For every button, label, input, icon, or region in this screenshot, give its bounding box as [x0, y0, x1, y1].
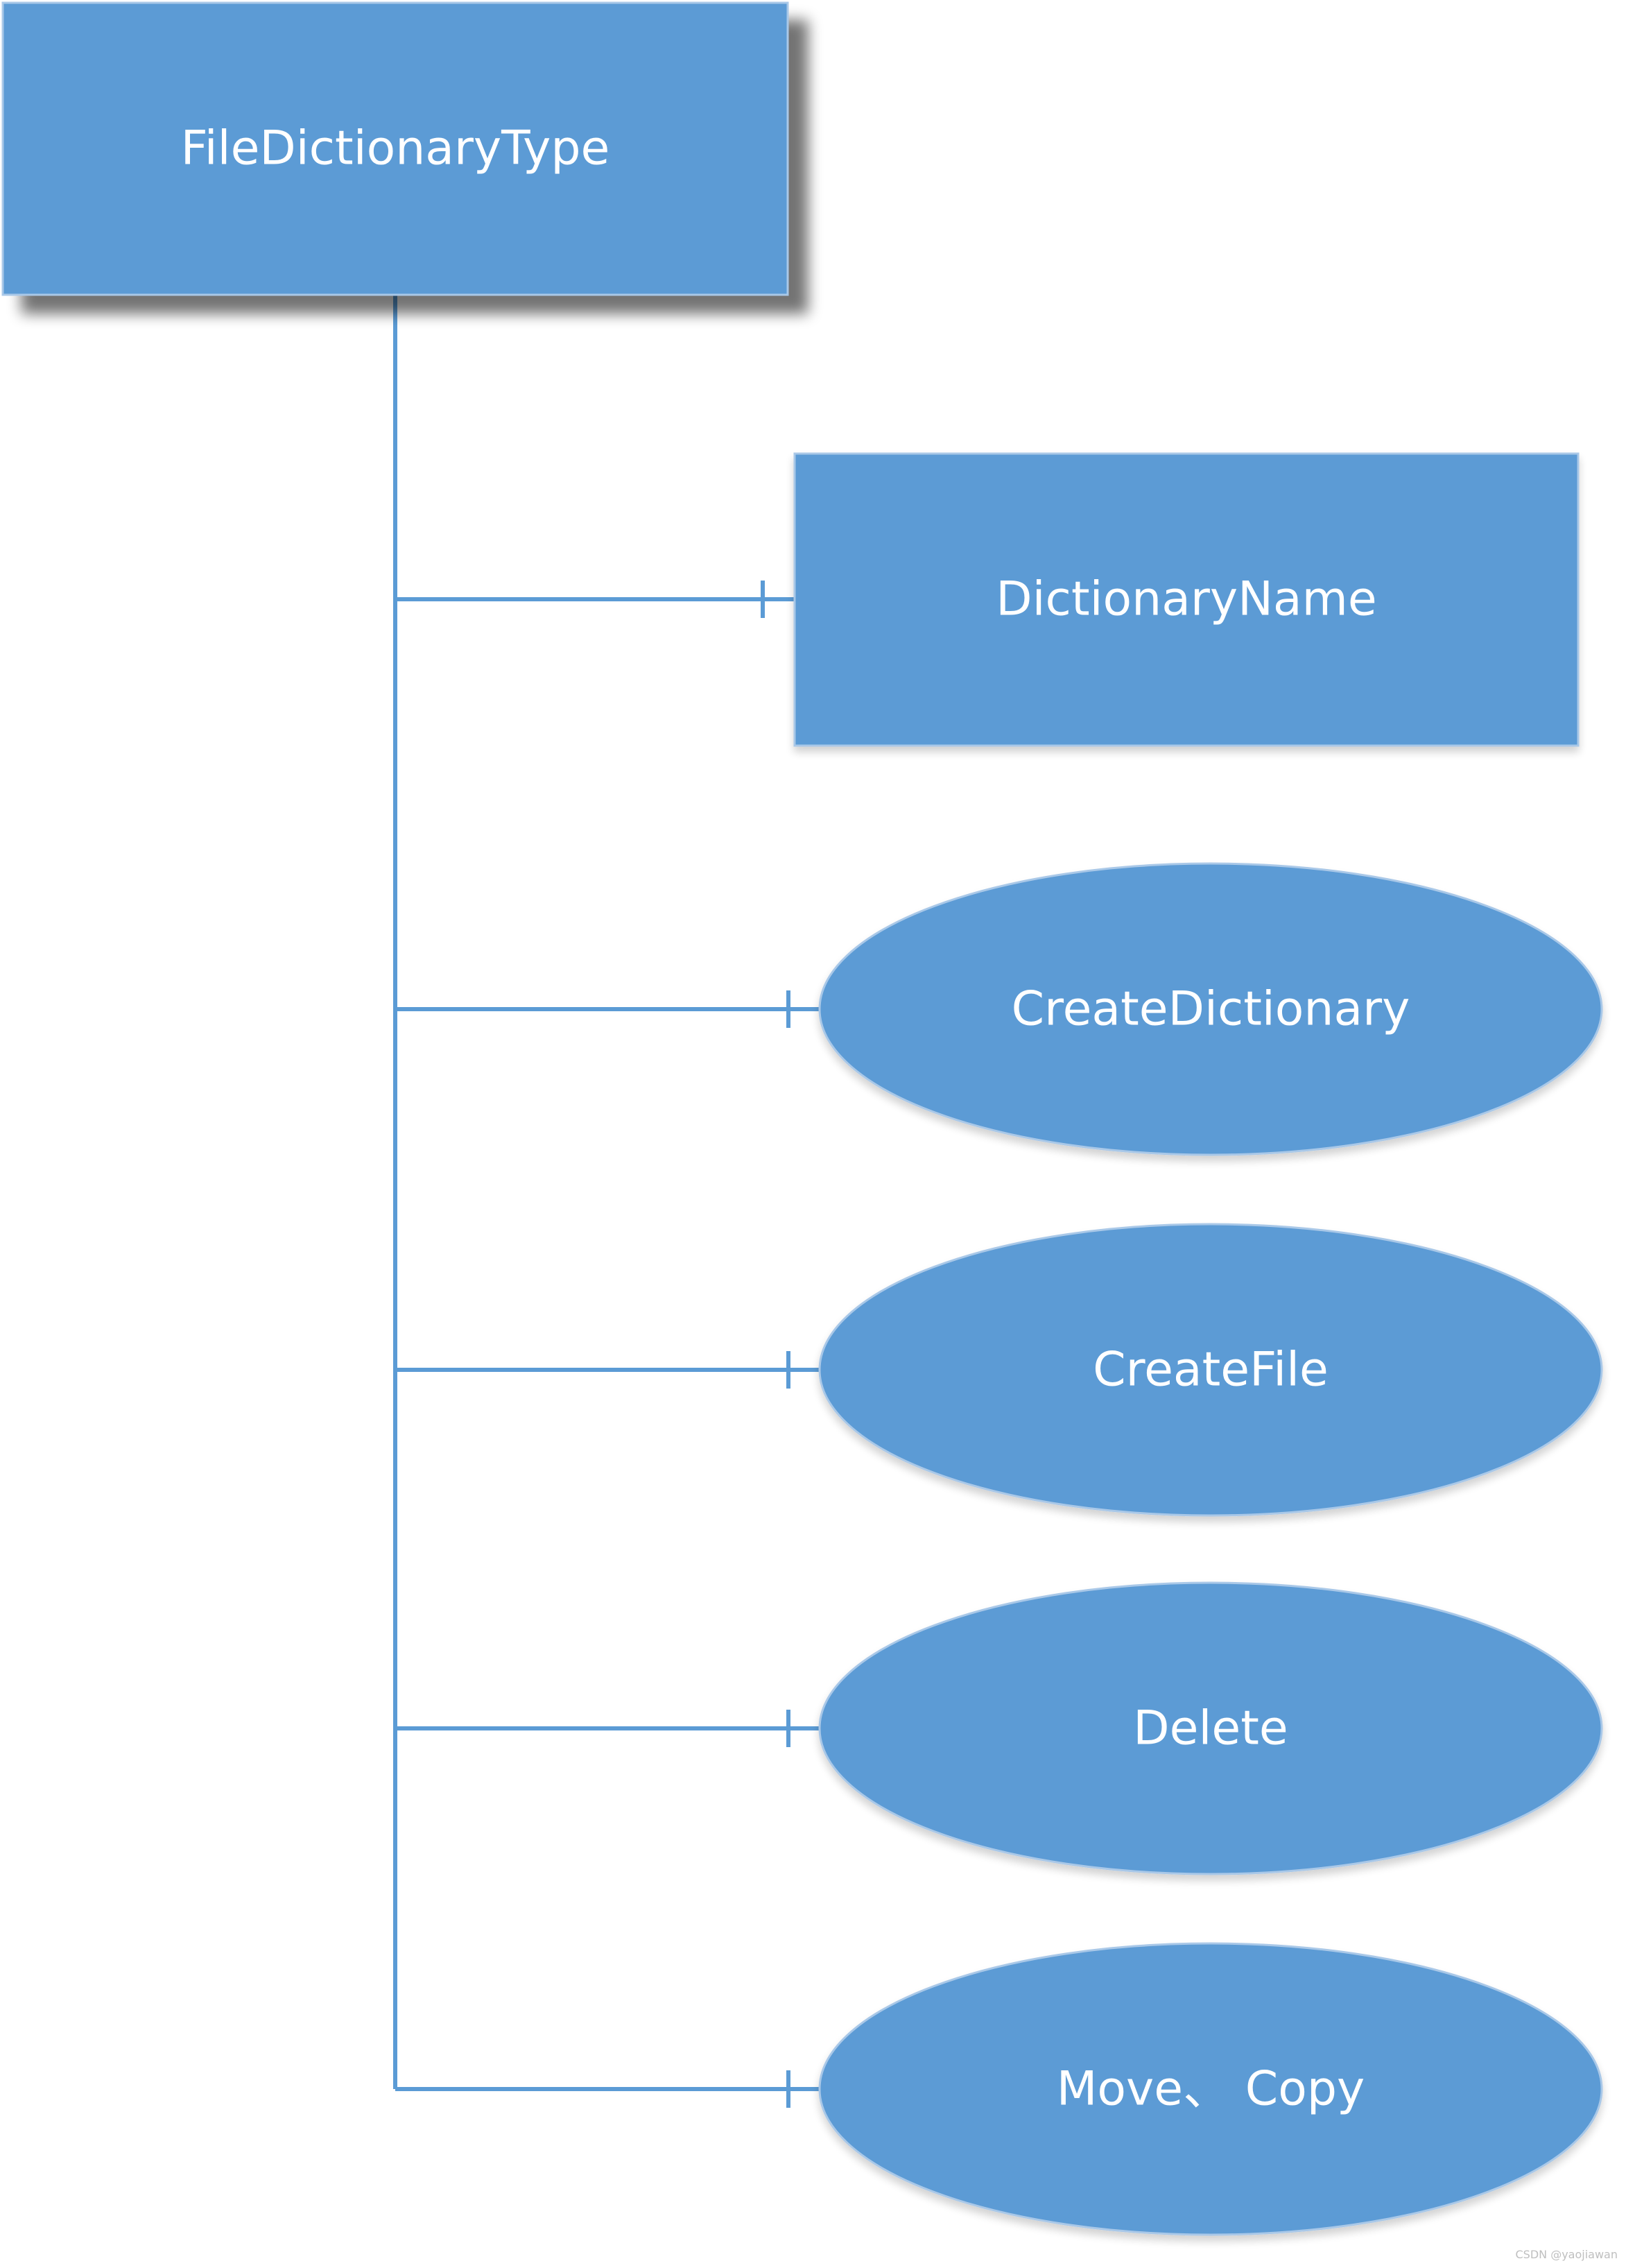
child-node-createfile[interactable]: CreateFile: [818, 1223, 1603, 1517]
child-node-ellipse: [818, 862, 1603, 1156]
child-node-label: Delete: [1133, 1701, 1288, 1756]
root-node-label: FileDictionaryType: [181, 121, 610, 176]
child-node-ellipse: [818, 1942, 1603, 2236]
child-node-label: DictionaryName: [996, 572, 1376, 627]
child-node-dictionaryname[interactable]: DictionaryName: [793, 452, 1580, 747]
root-node-box: [1, 1, 789, 296]
child-node-createdictionary[interactable]: CreateDictionary: [818, 862, 1603, 1156]
child-node-delete[interactable]: Delete: [818, 1581, 1603, 1875]
child-node-label: CreateDictionary: [1012, 982, 1410, 1037]
child-node-move-copy[interactable]: Move、 Copy: [818, 1942, 1603, 2236]
watermark: CSDN @yaojiawan: [1515, 2248, 1618, 2261]
child-node-ellipse: [818, 1581, 1603, 1875]
child-node-label: CreateFile: [1093, 1343, 1329, 1398]
child-node-label: Move、 Copy: [1057, 2062, 1365, 2117]
root-node[interactable]: FileDictionaryType: [1, 1, 789, 296]
child-node-ellipse: [818, 1223, 1603, 1517]
child-node-box: [793, 452, 1580, 747]
